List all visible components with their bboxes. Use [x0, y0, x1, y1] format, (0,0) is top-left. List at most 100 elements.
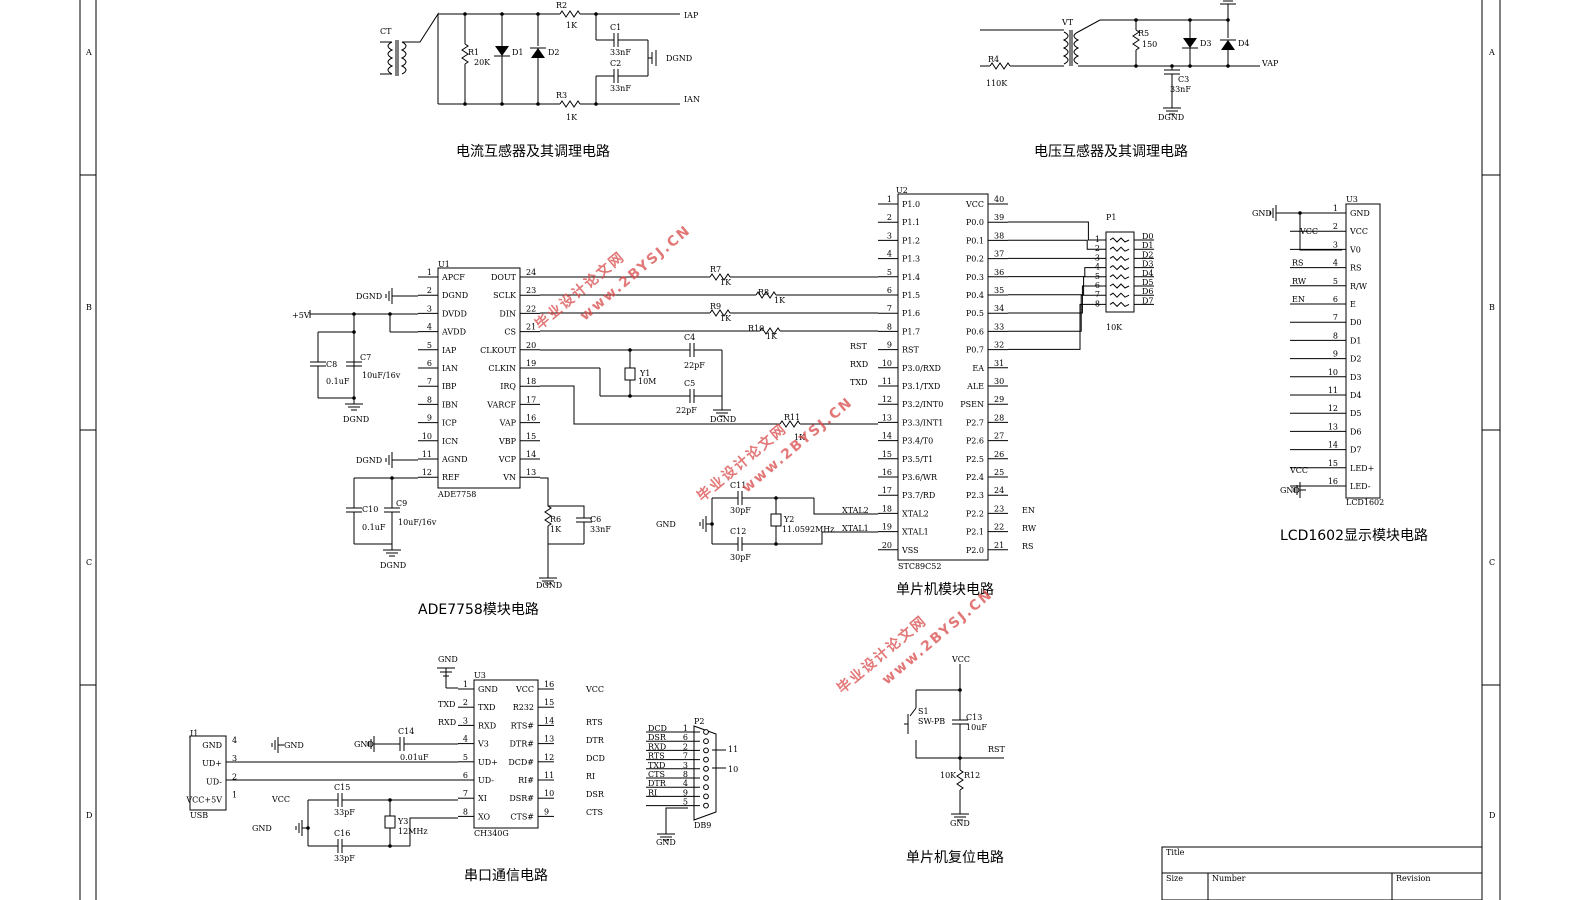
- pin-number: 30: [994, 377, 1004, 386]
- svg-text:R12: R12: [964, 771, 980, 780]
- pin-name: REF: [442, 473, 460, 482]
- svg-text:GND: GND: [656, 838, 676, 847]
- pin-name: UD-: [206, 777, 222, 786]
- svg-text:XTAL2: XTAL2: [842, 506, 869, 515]
- pin-number: 35: [994, 286, 1004, 295]
- svg-text:1K: 1K: [794, 433, 806, 442]
- pin-name: AVDD: [441, 328, 466, 337]
- svg-text:GND: GND: [354, 740, 374, 749]
- svg-text:0.01uF: 0.01uF: [400, 753, 429, 762]
- pin-name: VN: [502, 473, 516, 482]
- db9-signal-label: DCD: [648, 724, 667, 733]
- pin-number: 12: [1328, 404, 1338, 413]
- pin-name: CLKOUT: [480, 346, 516, 355]
- svg-text:R1: R1: [468, 48, 479, 57]
- pin-name: XTAL2: [902, 509, 929, 518]
- pin-name: IAP: [442, 346, 457, 355]
- pin-number: 2: [463, 698, 468, 707]
- svg-text:RXD: RXD: [438, 718, 456, 727]
- pin-number: 4: [232, 736, 237, 745]
- p1-pin-number: 6: [1095, 281, 1100, 290]
- mcu-pin-6: 6P1.5: [878, 286, 920, 300]
- svg-text:+5V: +5V: [292, 311, 310, 320]
- pin-name: P2.6: [966, 437, 984, 446]
- svg-text:GND: GND: [1280, 486, 1300, 495]
- svg-text:VCC: VCC: [1299, 227, 1318, 236]
- svg-text:LCD1602: LCD1602: [1346, 498, 1384, 507]
- pin-number: 15: [526, 432, 536, 441]
- svg-text:DGND: DGND: [1158, 113, 1184, 122]
- zone-label-a-right: A: [1488, 48, 1495, 57]
- pin-number: 2: [232, 772, 237, 781]
- pin-number: 16: [1328, 477, 1338, 486]
- svg-text:GND: GND: [950, 819, 970, 828]
- pin-number: 12: [544, 753, 554, 762]
- pin-name: VCC+5V: [185, 796, 222, 805]
- pin-name: RI#: [518, 776, 534, 785]
- ade7758-clock: C4 22pF C5 22pF Y1 10M DGND: [540, 333, 736, 424]
- pin-number: 21: [526, 323, 536, 332]
- svg-text:22pF: 22pF: [684, 361, 705, 370]
- reset-circuit: VCC S1 SW-PB C13 10uF RST R12 10K GND: [904, 655, 1006, 828]
- pin-number: 11: [422, 450, 432, 459]
- svg-text:TXD: TXD: [850, 378, 867, 387]
- pin-number: 23: [526, 286, 536, 295]
- pin-number: 10: [1328, 368, 1338, 377]
- p1-pin-number: 1: [1095, 235, 1100, 244]
- pin-name: P3.4/T0: [902, 437, 933, 446]
- svg-text:DGND: DGND: [710, 415, 736, 424]
- pin-name: D4: [1350, 391, 1362, 400]
- svg-text:GND: GND: [252, 824, 272, 833]
- db9-signal-label: RXD: [648, 742, 666, 751]
- svg-text:RST: RST: [850, 342, 868, 351]
- p1-line-label: D7: [1142, 296, 1154, 305]
- svg-text:R9: R9: [710, 302, 721, 311]
- svg-text:C3: C3: [1178, 75, 1189, 84]
- ch340-support: GND C14 0.01uF GND C15 33pF C16 33pF Y3 …: [226, 727, 458, 863]
- caption-mcu: 单片机模块电路: [896, 582, 994, 598]
- svg-text:DTR: DTR: [586, 736, 605, 745]
- svg-text:C13: C13: [966, 713, 982, 722]
- svg-text:0.1uF: 0.1uF: [326, 377, 350, 386]
- p1-pin-number: 8: [1095, 299, 1100, 308]
- pin-name: UD+: [202, 759, 222, 768]
- svg-text:TXD: TXD: [438, 700, 455, 709]
- pin-name: ICP: [442, 419, 457, 428]
- svg-text:R4: R4: [988, 55, 999, 64]
- svg-text:RXD: RXD: [850, 360, 868, 369]
- svg-text:RW: RW: [1022, 524, 1037, 533]
- svg-text:Y1: Y1: [639, 369, 650, 378]
- db9-pin-number: 9: [683, 788, 688, 797]
- pin-number: 21: [994, 541, 1004, 550]
- svg-text:RI: RI: [586, 772, 595, 781]
- pin-name: R/W: [1350, 282, 1368, 291]
- svg-text:1K: 1K: [766, 332, 778, 341]
- svg-text:RS: RS: [1022, 542, 1034, 551]
- zone-label-a: A: [85, 48, 92, 57]
- pin-name: D2: [1350, 355, 1362, 364]
- spi-bus: R7 1K R8 1K R9 1K R10 1K R11 1K: [540, 265, 878, 442]
- pin-number: 23: [994, 504, 1004, 513]
- svg-text:33nF: 33nF: [590, 525, 611, 534]
- pin-number: 11: [544, 771, 554, 780]
- p1-line-label: D6: [1142, 287, 1154, 296]
- ade7758-chip: U1 ADE7758 1APCF2DGND3DVDD4AVDD5IAP6IAN7…: [418, 260, 540, 499]
- pin-name: GND: [202, 741, 222, 750]
- pin-number: 3: [463, 716, 468, 725]
- pin-name: IBP: [442, 382, 457, 391]
- svg-text:STC89C52: STC89C52: [898, 562, 941, 571]
- svg-text:R11: R11: [784, 413, 800, 422]
- pin-name: IBN: [442, 400, 458, 409]
- pin-number: 4: [887, 250, 892, 259]
